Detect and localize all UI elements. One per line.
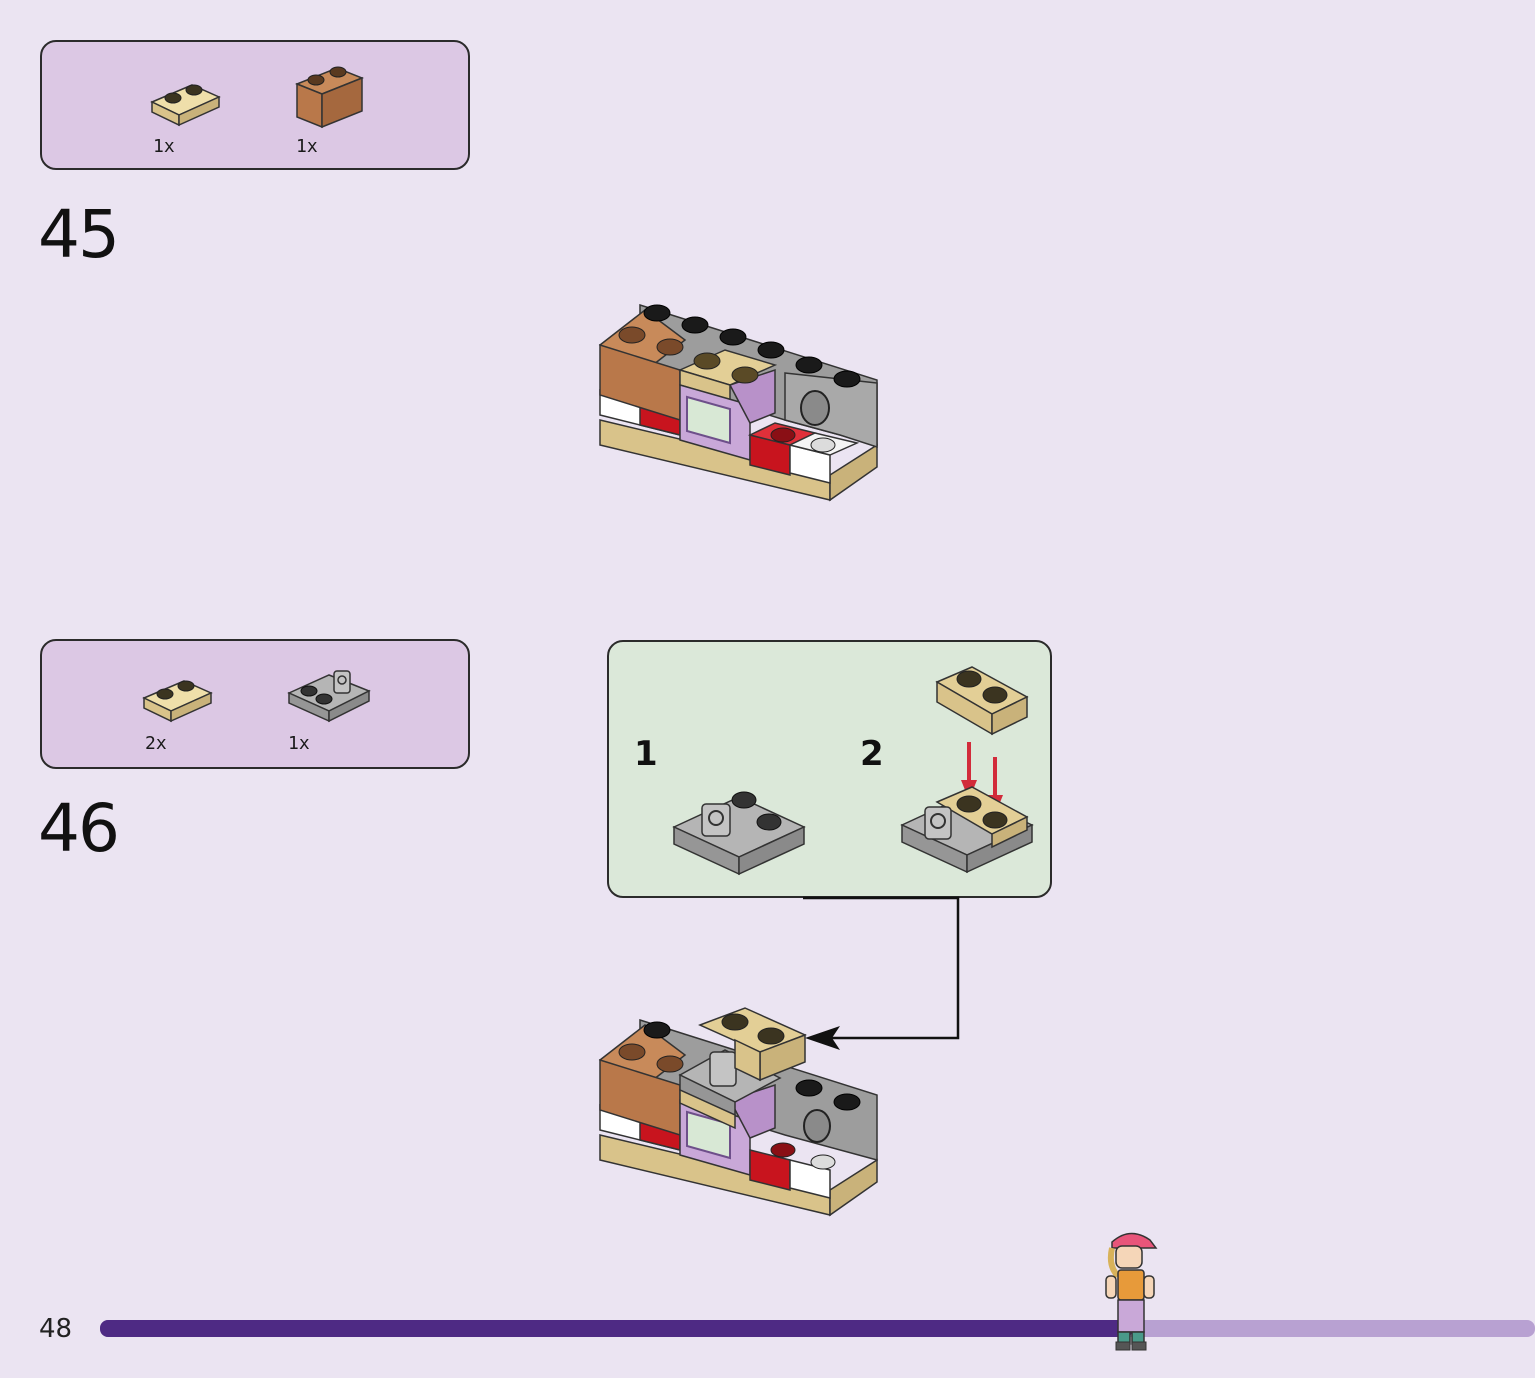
brown-brick-1x2-icon — [294, 66, 365, 129]
callout-connector-arrow — [803, 896, 960, 1050]
substep-number: 1 — [634, 734, 658, 774]
part-qty: 1x — [153, 136, 175, 157]
parts-box-step-46: 2x 1x — [40, 639, 470, 769]
step-number: 45 — [38, 196, 120, 273]
step-46-model-illustration — [598, 1007, 878, 1217]
progress-bar — [100, 1320, 1535, 1337]
substep-number: 2 — [860, 734, 884, 774]
plate-attach-illustration — [900, 666, 1034, 874]
hinge-plate-illustration — [672, 791, 806, 876]
parts-box-step-45: 1x 1x — [40, 40, 470, 170]
subassembly-callout: 1 2 — [607, 640, 1052, 898]
tan-plate-1x2-icon — [142, 680, 213, 723]
part-qty: 1x — [288, 733, 310, 754]
step-number: 46 — [38, 790, 120, 867]
page-number: 48 — [39, 1314, 73, 1344]
part-qty: 1x — [296, 136, 318, 157]
minifigure-icon — [1105, 1232, 1158, 1351]
part-qty: 2x — [145, 733, 167, 754]
step-45-model-illustration — [598, 303, 878, 502]
tan-plate-1x2-icon — [150, 84, 221, 127]
gray-hinge-plate-icon — [287, 670, 371, 723]
